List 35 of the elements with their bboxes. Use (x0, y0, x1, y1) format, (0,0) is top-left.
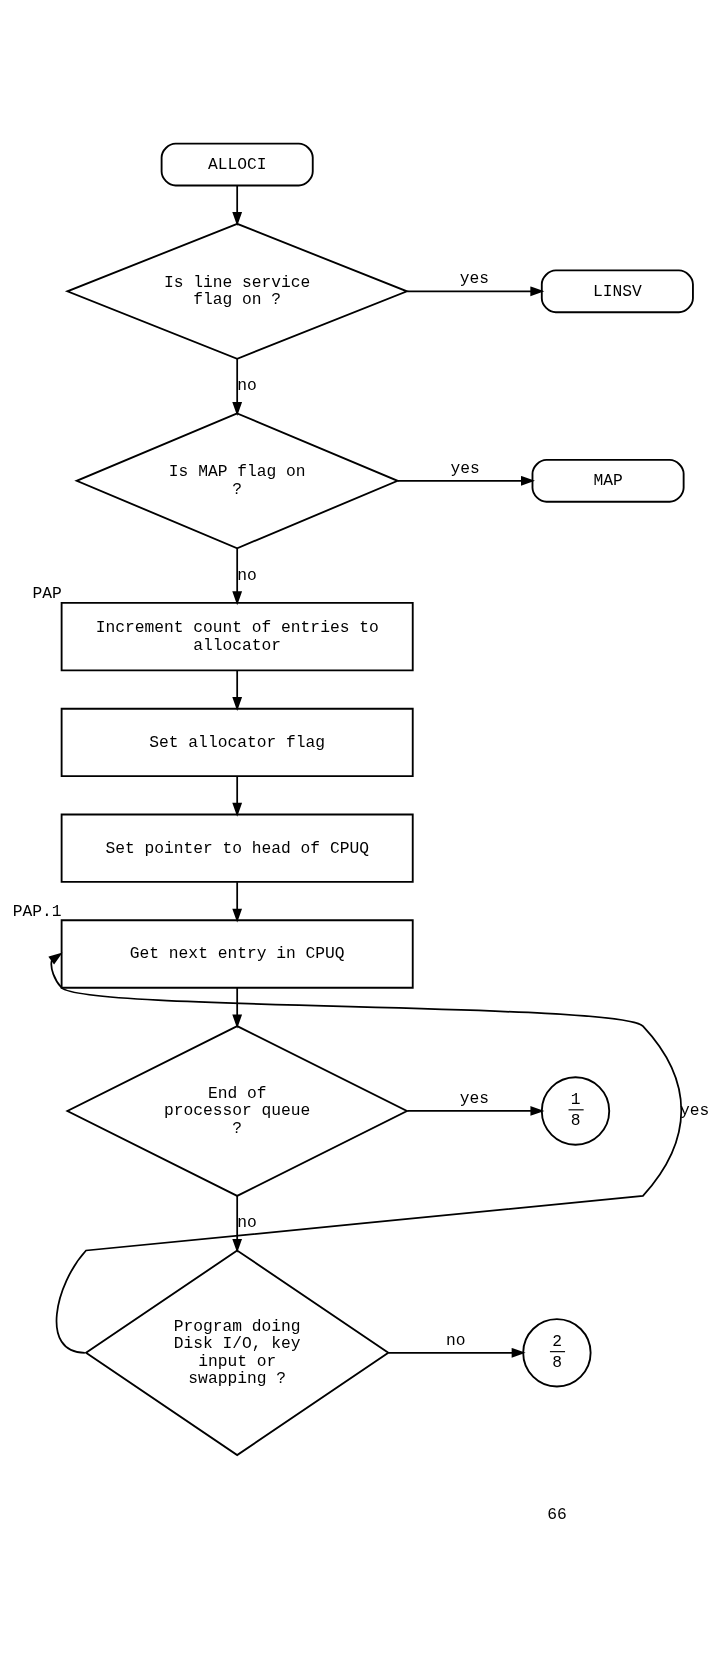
node-circle: 2 8 (522, 1318, 592, 1388)
node-box: LINSV (540, 269, 694, 314)
label: 66 (547, 1504, 567, 1524)
edge-label: no (237, 565, 257, 585)
node-label: PAP (32, 584, 62, 604)
arrow (232, 547, 243, 606)
edge-label: no (237, 376, 257, 396)
edge-label: no (445, 1330, 466, 1350)
node-diamond: Program doing Disk I/O, key input or swapping ? (84, 1249, 390, 1457)
arrow (232, 358, 243, 416)
node-box: Set allocator flag (60, 707, 414, 778)
node-box: Increment count of entries to allocator (60, 601, 414, 672)
edge-label: yes (450, 458, 480, 478)
edge-label: no (237, 1213, 257, 1233)
node-box: MAP (531, 458, 685, 503)
arrow (406, 286, 545, 297)
arrow (232, 881, 243, 923)
arrow (396, 475, 535, 486)
arrow (232, 1195, 243, 1253)
edge-label: yes (459, 269, 490, 289)
node-diamond: End of processor queue ? (65, 1025, 409, 1197)
arrow (232, 669, 243, 711)
node-label: PAP.1 (12, 901, 62, 921)
arrow (232, 987, 243, 1029)
node-box: Set pointer to head of CPUQ (60, 813, 414, 883)
arrow (232, 184, 243, 226)
arrow (387, 1347, 526, 1358)
node-box: Get next entry in CPUQ (60, 919, 414, 989)
arrow (406, 1106, 545, 1116)
arrow (232, 775, 243, 817)
node-diamond: Is MAP flag on ? (74, 412, 401, 550)
node-diamond: Is line service flag on ? (64, 222, 410, 360)
node-box: ALLOCI (160, 142, 314, 187)
node-circle: 1 8 (540, 1076, 611, 1146)
edge-label: yes (459, 1089, 490, 1109)
